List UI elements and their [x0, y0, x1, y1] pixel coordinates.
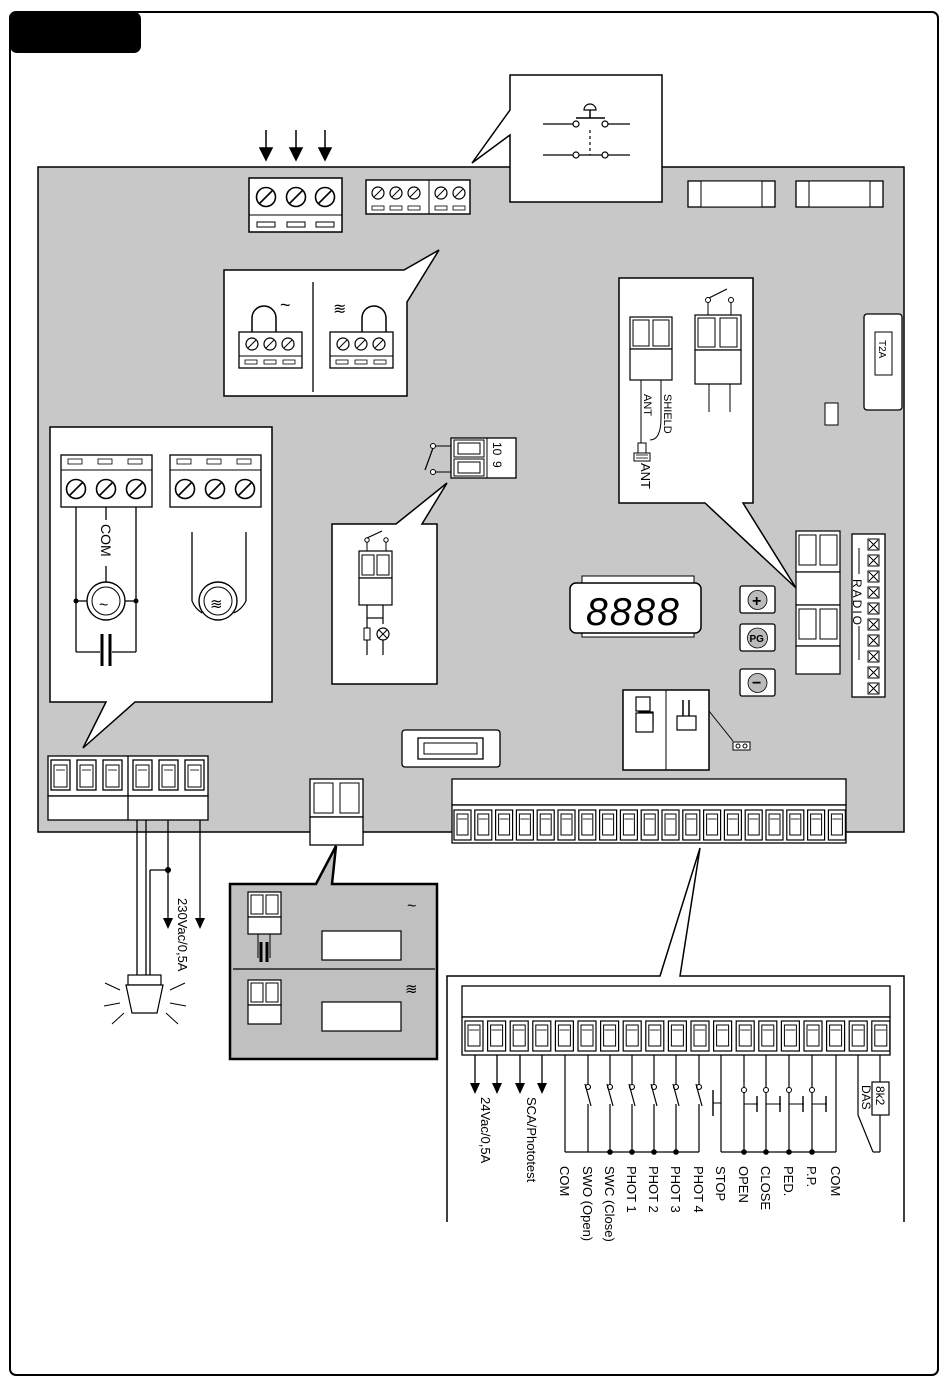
radio-label: RADIO: [850, 579, 864, 627]
pg-label: PG: [750, 634, 765, 645]
terminal-label: PHOT 4: [691, 1166, 706, 1213]
radio-header: RADIO: [850, 534, 885, 697]
minus-button[interactable]: −: [740, 669, 775, 696]
terminal-pin: [787, 810, 804, 840]
terminal-pin: [537, 810, 554, 840]
ac-icon: ~: [280, 295, 291, 315]
terminal-pin: [828, 810, 845, 840]
minus-icon: −: [752, 675, 761, 692]
encoder-ac-icon: ~: [407, 898, 416, 915]
terminal-pin: [683, 810, 700, 840]
terminal-label: COM: [557, 1166, 572, 1196]
terminal-pin: [641, 810, 658, 840]
terminal-pin: [533, 1021, 551, 1051]
motor-output-terminal: [366, 180, 470, 214]
terminal-label: P.P.: [804, 1166, 819, 1187]
lamp-terminal-block: [48, 756, 208, 820]
strip-pins: [454, 810, 845, 840]
fuse: T2A: [864, 314, 902, 410]
terminal-pin: [516, 810, 533, 840]
terminal-pin: [849, 1021, 867, 1051]
terminal-label: CLOSE: [758, 1166, 773, 1210]
dc-icon: ≋: [333, 301, 346, 318]
terminal-pin: [454, 810, 471, 840]
radio-module-connector: [796, 531, 840, 674]
terminal-pin: [475, 810, 492, 840]
motor-type-callout: ~ ≋: [224, 250, 439, 396]
relay-pin-10: 10: [490, 442, 504, 456]
supply-voltage-label: 24Vac/0,5A: [478, 1097, 493, 1164]
lamp-voltage-label: 230Vac/0,5A: [175, 898, 190, 972]
fuse-label: T2A: [876, 340, 887, 359]
callout-pins: [465, 1021, 890, 1051]
terminal-pin: [804, 1021, 822, 1051]
terminal-pin: [745, 810, 762, 840]
terminal-pin: [600, 810, 617, 840]
plus-icon: +: [752, 593, 761, 610]
terminal-label: PHOT 3: [668, 1166, 683, 1213]
terminal-label: SWC (Close): [602, 1166, 617, 1242]
terminal-pin: [872, 1021, 890, 1051]
terminal-pin: [579, 810, 596, 840]
plus-button[interactable]: +: [740, 586, 775, 613]
terminal-pin: [646, 1021, 664, 1051]
terminal-pin: [668, 1021, 686, 1051]
terminal-pin: [578, 1021, 596, 1051]
terminal-pin: [558, 810, 575, 840]
terminal-pin: [496, 810, 513, 840]
terminal-pin: [724, 810, 741, 840]
terminal-label: SWO (Open): [580, 1166, 595, 1241]
sca-phototest-label: SCA/Phototest: [524, 1097, 539, 1183]
dc-motor-icon: ≋: [210, 596, 223, 613]
terminal-label: COM: [828, 1166, 843, 1196]
terminal-pin: [781, 1021, 799, 1051]
terminal-pin: [465, 1021, 483, 1051]
terminal-label: STOP: [713, 1166, 728, 1201]
terminal-label: OPEN: [736, 1166, 751, 1203]
power-terminal-block: [249, 178, 342, 232]
resistor-label: 8k2: [873, 1086, 887, 1106]
terminal-pin: [555, 1021, 573, 1051]
pg-button[interactable]: PG: [740, 624, 775, 651]
antenna-ant-label: ANT: [641, 394, 653, 416]
das-label: DAS: [859, 1085, 873, 1110]
terminal-pin: [488, 1021, 506, 1051]
terminal-label: PHOT 1: [624, 1166, 639, 1213]
motor-com-label: COM: [98, 524, 114, 557]
encoder-dc-icon: ≋: [405, 981, 418, 998]
terminal-pin: [736, 1021, 754, 1051]
terminal-label: PED.: [781, 1166, 796, 1196]
terminal-pin: [759, 1021, 777, 1051]
board-led: [825, 403, 838, 425]
terminal-pin: [620, 810, 637, 840]
terminal-pin: [766, 810, 783, 840]
antenna-jack-label: ANT: [638, 463, 653, 489]
terminal-pin: [714, 1021, 732, 1051]
display-digits: 8888: [586, 591, 681, 634]
motor-wiring-callout: COM ~ ≋: [50, 427, 272, 748]
encoder-connector: [310, 779, 363, 845]
board-connector-small: [402, 730, 500, 767]
terminal-pin: [827, 1021, 845, 1051]
terminal-pin: [704, 810, 721, 840]
terminal-pin: [808, 810, 825, 840]
terminal-label: PHOT 2: [646, 1166, 661, 1213]
antenna-shield-label: SHIELD: [661, 394, 673, 434]
terminal-pin: [623, 1021, 641, 1051]
terminal-pin: [510, 1021, 528, 1051]
terminal-pin: [691, 1021, 709, 1051]
board-terminal-strip: [452, 779, 846, 843]
terminal-pin: [662, 810, 679, 840]
header-tab: [10, 12, 141, 53]
relay-pin-9: 9: [490, 461, 504, 468]
ac-motor-icon: ~: [99, 597, 108, 614]
led-display: 8888: [570, 576, 701, 637]
terminal-pin: [601, 1021, 619, 1051]
